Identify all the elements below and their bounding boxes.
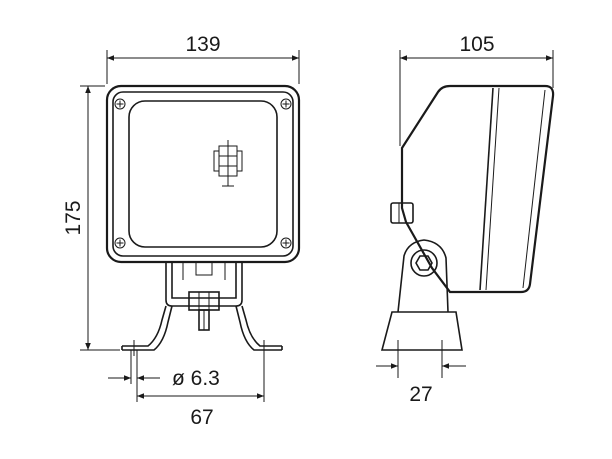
dimension-hole-spacing-label: 67 [190, 406, 213, 429]
side-view: 105 27 [376, 33, 555, 406]
hex-bolt-icon [415, 255, 433, 271]
side-lens-face [479, 87, 494, 291]
front-housing-inner [112, 91, 294, 257]
side-pivot-mount [397, 239, 449, 313]
dimension-width: 139 [106, 33, 300, 84]
dimension-depth: 105 [399, 33, 554, 146]
dimension-height-label: 175 [62, 200, 85, 235]
front-lens [128, 100, 278, 248]
side-clip [390, 202, 414, 224]
dimension-hole-diameter: ø 6.3 [108, 350, 220, 390]
screw-icon [114, 237, 126, 249]
front-view: 139 175 ø 6.3 67 [62, 33, 301, 429]
dimension-hole-diameter-label: ø 6.3 [172, 367, 220, 390]
dimension-bracket-width: 27 [376, 340, 466, 406]
dimension-width-label: 139 [185, 33, 220, 56]
side-housing [400, 84, 555, 294]
dimension-height: 175 [62, 85, 120, 351]
bulb-filament-icon [213, 140, 243, 187]
side-base-plate [380, 311, 463, 351]
dimension-hole-spacing: 67 [136, 352, 265, 429]
screw-icon [114, 98, 126, 110]
front-mount-bracket [121, 262, 283, 356]
screw-icon [280, 237, 292, 249]
dimension-depth-label: 105 [459, 33, 494, 56]
screw-icon [280, 98, 292, 110]
front-housing-outer [105, 84, 301, 264]
dimension-bracket-width-label: 27 [409, 383, 432, 406]
